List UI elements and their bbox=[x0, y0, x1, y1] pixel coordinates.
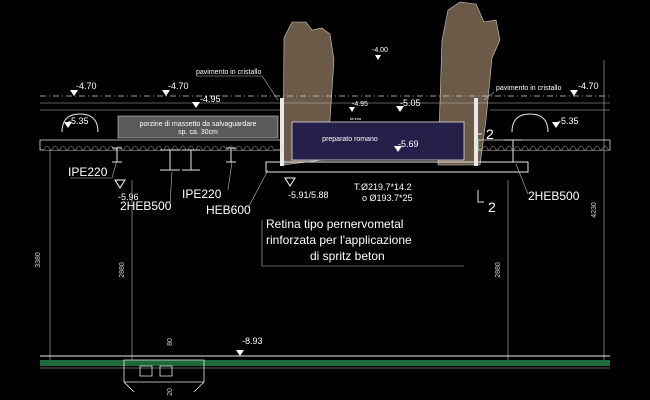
heb600-leader bbox=[247, 169, 269, 209]
svg-text:-4.70: -4.70 bbox=[578, 81, 599, 91]
beam-heb500-left bbox=[160, 149, 200, 171]
rete-note-1: Retina tipo pernervometal bbox=[266, 217, 403, 231]
level-marker-470-mid: -4.70 bbox=[162, 81, 189, 96]
level-marker-495: -4.95 bbox=[192, 94, 221, 108]
preparato-label: preparato romano bbox=[322, 136, 378, 143]
dim-80: 80 bbox=[167, 338, 174, 346]
svg-text:-4.70: -4.70 bbox=[168, 81, 189, 91]
pavimento-leader-left bbox=[196, 75, 279, 101]
pavimento-leader-right bbox=[483, 91, 495, 101]
svg-text:2: 2 bbox=[488, 199, 496, 215]
beam-ipe220-mid bbox=[226, 147, 236, 163]
svg-text:-8.93: -8.93 bbox=[242, 336, 263, 346]
ground-hatch-left bbox=[43, 145, 275, 151]
section-marker-bottom: 2 bbox=[477, 190, 496, 215]
level-marker-596: -5.96 bbox=[114, 179, 139, 202]
dim-2880-right: 2880 bbox=[495, 262, 502, 278]
level-marker-470-right: -4.70 bbox=[570, 81, 599, 96]
section-marker-top: 2 bbox=[475, 126, 494, 142]
svg-text:-4.70: -4.70 bbox=[76, 81, 97, 91]
massetto-label-1: porzine di massetto da salvaguardare bbox=[140, 121, 257, 128]
level-marker-400: -4.00 bbox=[372, 47, 388, 60]
svg-text:-5.35: -5.35 bbox=[558, 116, 579, 126]
svg-text:-4.95: -4.95 bbox=[352, 101, 368, 108]
beam-heb500-right bbox=[504, 139, 522, 163]
massetto-label-2: sp. ca. 30cm bbox=[178, 129, 218, 136]
svg-text:-5.05: -5.05 bbox=[400, 98, 421, 108]
level-marker-569: -5.69 bbox=[394, 139, 419, 152]
dim-3380: 3380 bbox=[35, 252, 42, 268]
ipe220-mid-label: IPE220 bbox=[182, 187, 222, 201]
level-marker-591: -5.91/5.88 bbox=[284, 177, 329, 200]
dim-4230: 4230 bbox=[591, 202, 598, 218]
preparato-basin bbox=[291, 121, 465, 161]
arch-right bbox=[511, 113, 549, 133]
ipe220-mid-leader bbox=[227, 161, 233, 191]
heb600-label: HEB600 bbox=[206, 203, 251, 217]
level-marker-535-left: -5.35 bbox=[64, 116, 89, 128]
svg-text:-4.95: -4.95 bbox=[200, 94, 221, 104]
massetto-block bbox=[117, 115, 279, 139]
ground-hatch-right bbox=[481, 145, 609, 151]
ipe220-left-leader bbox=[70, 159, 118, 179]
level-marker-505: -5.05 bbox=[396, 98, 421, 112]
bottom-footing bbox=[123, 359, 205, 393]
heb500-right-label: 2HEB500 bbox=[528, 189, 580, 203]
beam-ipe220-left bbox=[112, 147, 122, 163]
pavimento-label-right: pavimento in cristallo bbox=[496, 85, 561, 92]
bottom-green-band bbox=[40, 360, 610, 366]
svg-text:-4.00: -4.00 bbox=[372, 47, 388, 54]
rete-note-frame bbox=[261, 220, 464, 267]
dim-20: 20 bbox=[167, 388, 174, 396]
svg-text:tenuta: tenuta bbox=[350, 116, 362, 121]
svg-text:-5.96: -5.96 bbox=[118, 192, 139, 202]
svg-text:-5.69: -5.69 bbox=[398, 139, 419, 149]
heb500-left-label: 2HEB500 bbox=[120, 199, 172, 213]
ipe220-left-label: IPE220 bbox=[68, 165, 108, 179]
pavimento-label-left: pavimento in cristallo bbox=[196, 69, 261, 76]
tube-spec-2: o Ø193.7*25 bbox=[362, 193, 413, 203]
level-marker-470-left: -4.70 bbox=[70, 81, 97, 96]
svg-text:-5.35: -5.35 bbox=[68, 116, 89, 126]
heb500-left-leader bbox=[169, 171, 173, 206]
base-slab bbox=[265, 161, 529, 173]
level-marker-893: -8.93 bbox=[236, 336, 263, 356]
heb500-right-leader bbox=[515, 163, 529, 195]
tube-spec-1: T.Ø219.7*14.2 bbox=[354, 182, 412, 192]
rete-note-2: rinforzata per l'applicazione bbox=[266, 233, 412, 247]
rete-note-3: di spritz beton bbox=[310, 249, 385, 263]
svg-text:2: 2 bbox=[486, 126, 494, 142]
svg-text:-5.91/5.88: -5.91/5.88 bbox=[288, 190, 329, 200]
level-marker-495-small: -4.95 tenuta bbox=[349, 101, 368, 121]
glass-wall-left bbox=[280, 98, 284, 166]
dim-2880-left: 2880 bbox=[119, 262, 126, 278]
arch-left bbox=[61, 113, 99, 133]
level-marker-535-right: -5.35 bbox=[552, 116, 579, 128]
